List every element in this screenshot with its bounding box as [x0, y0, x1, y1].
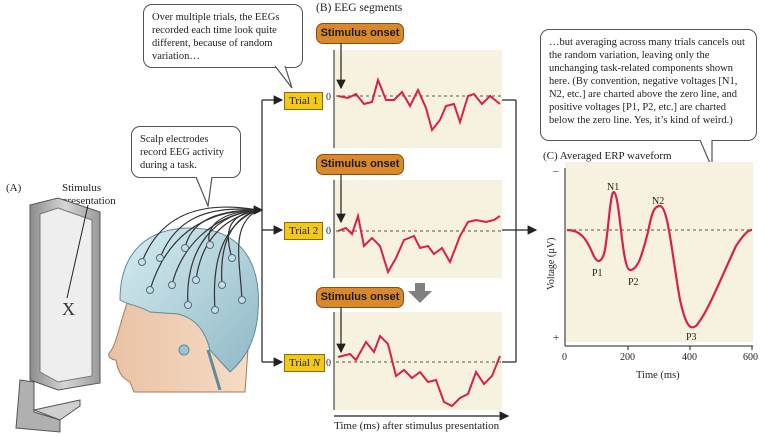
- routing-lines: [253, 95, 538, 367]
- trial-2-box: Trial 2: [284, 222, 324, 240]
- eeg-panel-1: [334, 50, 502, 148]
- y-axis-label: Voltage (µV): [546, 237, 557, 290]
- scalp-electrodes-callout: Scalp electrodes record EEG activity dur…: [131, 126, 241, 178]
- electrode-wires: [141, 206, 259, 311]
- eeg-trace-3: [337, 334, 501, 408]
- y-plus-label: +: [553, 332, 559, 344]
- averaging-callout: …but averaging across many trials cancel…: [540, 29, 757, 141]
- zero-label-1: 0: [326, 92, 331, 103]
- peak-label-p2: P2: [628, 277, 639, 288]
- peak-label-n2: N2: [652, 196, 664, 207]
- zero-label-2: 0: [326, 226, 331, 237]
- down-arrow-icon: [408, 283, 432, 303]
- peak-label-p3: P3: [686, 332, 697, 343]
- eeg-panel-3: [334, 312, 502, 410]
- stimulus-onset-badge-3: Stimulus onset: [316, 287, 404, 308]
- stimulus-onset-badge-1: Stimulus onset: [316, 23, 404, 44]
- eeg-panel-2: [334, 180, 502, 278]
- stimulus-onset-badge-2: Stimulus onset: [316, 154, 404, 175]
- trial-callout-tail: [274, 65, 293, 89]
- erp-waveform: [566, 190, 753, 329]
- peak-label-p1: P1: [592, 268, 603, 279]
- y-minus-label: –: [552, 165, 559, 177]
- erp-panel: [565, 162, 753, 342]
- screen-x-char: X: [62, 299, 75, 319]
- peak-label-n1: N1: [607, 182, 619, 193]
- x-tick-600: 600: [743, 352, 758, 363]
- panel-b-label: (B) EEG segments: [316, 2, 403, 14]
- x-axis-label: Time (ms): [636, 370, 680, 381]
- x-tick-400: 400: [682, 352, 697, 363]
- eeg-trace-2: [337, 212, 501, 275]
- time-axis-label: Time (ms) after stimulus presentation: [334, 420, 500, 432]
- monitor-graphic: [15, 197, 101, 433]
- zero-label-3: 0: [326, 358, 331, 369]
- trial-variation-callout: Over multiple trials, the EEGs recorded …: [143, 4, 303, 68]
- x-tick-0: 0: [562, 352, 567, 363]
- trial-n-box: Trial N: [284, 354, 326, 372]
- eeg-trace-1: [337, 76, 501, 133]
- x-tick-200: 200: [620, 352, 635, 363]
- head-graphic: [108, 227, 259, 393]
- electrode-dots: [138, 241, 246, 314]
- panel-a-label: (A): [6, 182, 22, 194]
- trial-1-box: Trial 1: [284, 92, 324, 110]
- scalp-callout-tail: [195, 176, 213, 209]
- panel-c-label: (C) Averaged ERP waveform: [543, 150, 672, 162]
